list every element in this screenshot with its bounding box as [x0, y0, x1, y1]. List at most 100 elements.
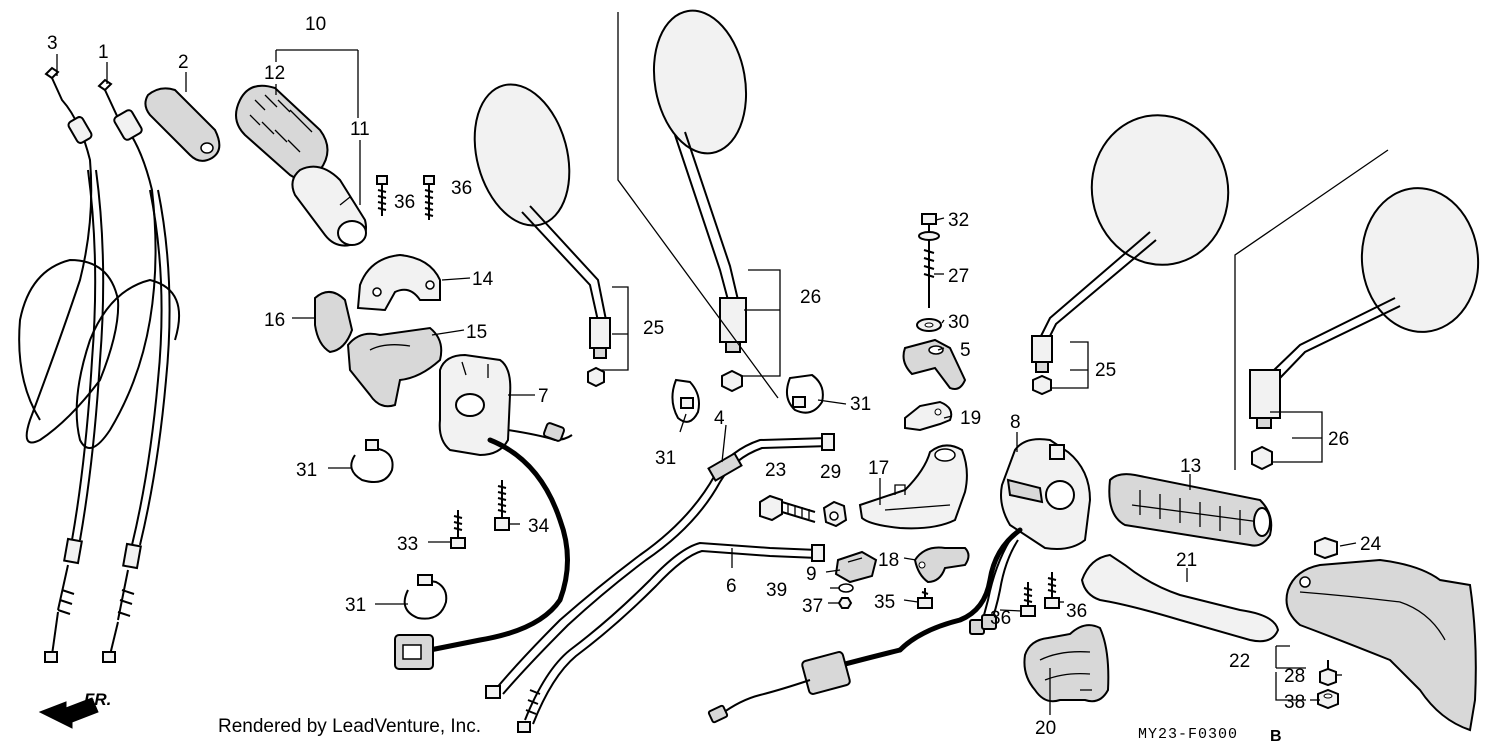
throttle-cable-1[interactable] — [67, 78, 181, 663]
cable-clamp-31-a[interactable] — [350, 439, 394, 483]
callout-11: 11 — [350, 119, 370, 140]
lever-holder-18[interactable] — [913, 546, 970, 584]
cable-clamp-31-b[interactable] — [403, 574, 448, 620]
washer-30[interactable] — [916, 318, 942, 332]
nut-29[interactable] — [822, 500, 848, 528]
callout-2: 2 — [178, 52, 189, 73]
throttle-housing-upper-14[interactable] — [356, 253, 441, 312]
callout-36-b: 36 — [451, 178, 472, 199]
mirror-right-25[interactable] — [1031, 104, 1240, 396]
bolt-23[interactable] — [759, 494, 816, 523]
lever-pivot-5[interactable] — [902, 338, 967, 390]
screw-36-b[interactable] — [423, 175, 435, 220]
screw-28[interactable] — [1319, 660, 1337, 687]
callout-26-b: 26 — [1328, 429, 1349, 450]
callout-29: 29 — [820, 462, 841, 483]
callout-26-a: 26 — [800, 287, 821, 308]
callout-14: 14 — [472, 269, 494, 290]
callout-15: 15 — [466, 322, 487, 343]
callout-10: 10 — [305, 14, 326, 35]
handguard-22[interactable] — [1285, 558, 1477, 732]
direction-label: FR. — [84, 690, 111, 709]
callout-21: 21 — [1176, 550, 1197, 571]
screw-33[interactable] — [450, 510, 466, 549]
callout-31-d: 31 — [850, 394, 871, 415]
callout-8: 8 — [1010, 412, 1021, 433]
callout-23: 23 — [765, 460, 786, 481]
callout-36-a: 36 — [394, 192, 415, 213]
mirror-right-26[interactable] — [1249, 183, 1484, 471]
callout-labels: 3 1 2 10 12 11 36 36 14 16 15 7 31 33 34… — [47, 14, 1382, 739]
callout-33: 33 — [397, 534, 418, 555]
screw-36-c[interactable] — [1020, 582, 1036, 617]
arrow-left-icon — [38, 697, 99, 729]
leader-lines — [56, 49, 1357, 715]
screw-35[interactable] — [917, 588, 933, 609]
callout-22: 22 — [1229, 651, 1250, 672]
callout-4: 4 — [714, 408, 725, 429]
callout-18: 18 — [878, 550, 899, 571]
collar-24[interactable] — [1314, 536, 1338, 560]
throttle-housing-lower-15[interactable] — [346, 326, 443, 408]
callout-6: 6 — [726, 576, 737, 597]
section-divider — [617, 12, 779, 399]
callout-9: 9 — [806, 564, 817, 585]
callout-24: 24 — [1360, 534, 1382, 555]
callout-12: 12 — [264, 63, 285, 84]
callout-19: 19 — [960, 408, 981, 429]
front-direction-indicator: FR. — [38, 690, 111, 729]
bracket-19[interactable] — [904, 400, 953, 432]
callout-39: 39 — [766, 580, 787, 601]
brake-lever-21[interactable] — [1080, 553, 1280, 643]
screw-36-a[interactable] — [376, 175, 388, 216]
mirror-left-26[interactable] — [643, 3, 757, 393]
throttle-cable-cover-2[interactable] — [144, 87, 221, 162]
callout-28: 28 — [1284, 666, 1305, 687]
collar-38[interactable] — [1317, 688, 1339, 710]
callout-36-c: 36 — [990, 608, 1011, 629]
screw-36-d[interactable] — [1044, 572, 1060, 609]
throttle-housing-plate-16[interactable] — [314, 291, 354, 354]
screw-37[interactable] — [837, 597, 853, 609]
brake-light-cable-6[interactable] — [517, 541, 825, 733]
cable-clamp-31-c[interactable] — [671, 378, 700, 423]
callout-25-a: 25 — [643, 318, 664, 339]
throttle-pipe-11[interactable] — [291, 165, 367, 247]
callout-34: 34 — [528, 516, 550, 537]
callout-1: 1 — [98, 42, 109, 63]
callout-35: 35 — [874, 592, 895, 613]
bolt-27[interactable] — [918, 231, 940, 308]
left-handle-switch-7[interactable] — [394, 353, 573, 670]
render-credit: Rendered by LeadVenture, Inc. — [218, 716, 481, 737]
clutch-lever-bracket-17[interactable] — [858, 444, 968, 530]
callout-30: 30 — [948, 312, 969, 333]
callout-32: 32 — [948, 210, 969, 231]
callout-5: 5 — [960, 340, 971, 361]
diagram-code-suffix: B — [1270, 728, 1282, 744]
screw-34[interactable] — [494, 480, 510, 531]
switch-cover-20[interactable] — [1023, 624, 1110, 703]
callout-20: 20 — [1035, 718, 1056, 739]
callout-25-b: 25 — [1095, 360, 1116, 381]
throttle-grip-12[interactable] — [235, 84, 329, 180]
right-handle-switch-8[interactable] — [707, 438, 1092, 724]
section-divider — [1234, 149, 1389, 470]
callout-31-c: 31 — [655, 448, 676, 469]
right-grip-13[interactable] — [1108, 473, 1273, 547]
callout-27: 27 — [948, 266, 969, 287]
mirror-left-25[interactable] — [460, 74, 611, 388]
callout-7: 7 — [538, 386, 549, 407]
callout-31-b: 31 — [345, 595, 366, 616]
callout-38: 38 — [1284, 692, 1305, 713]
callout-37: 37 — [802, 596, 823, 617]
cable-clamp-31-d[interactable] — [785, 373, 824, 414]
diagram-code: MY23-F0300 — [1138, 726, 1238, 743]
callout-3: 3 — [47, 33, 58, 54]
callout-13: 13 — [1180, 456, 1201, 477]
brake-switch-9[interactable] — [834, 550, 878, 584]
washer-39[interactable] — [838, 583, 854, 593]
throttle-cable-3[interactable] — [18, 66, 120, 663]
callout-36-d: 36 — [1066, 601, 1087, 622]
callout-16: 16 — [264, 310, 285, 331]
